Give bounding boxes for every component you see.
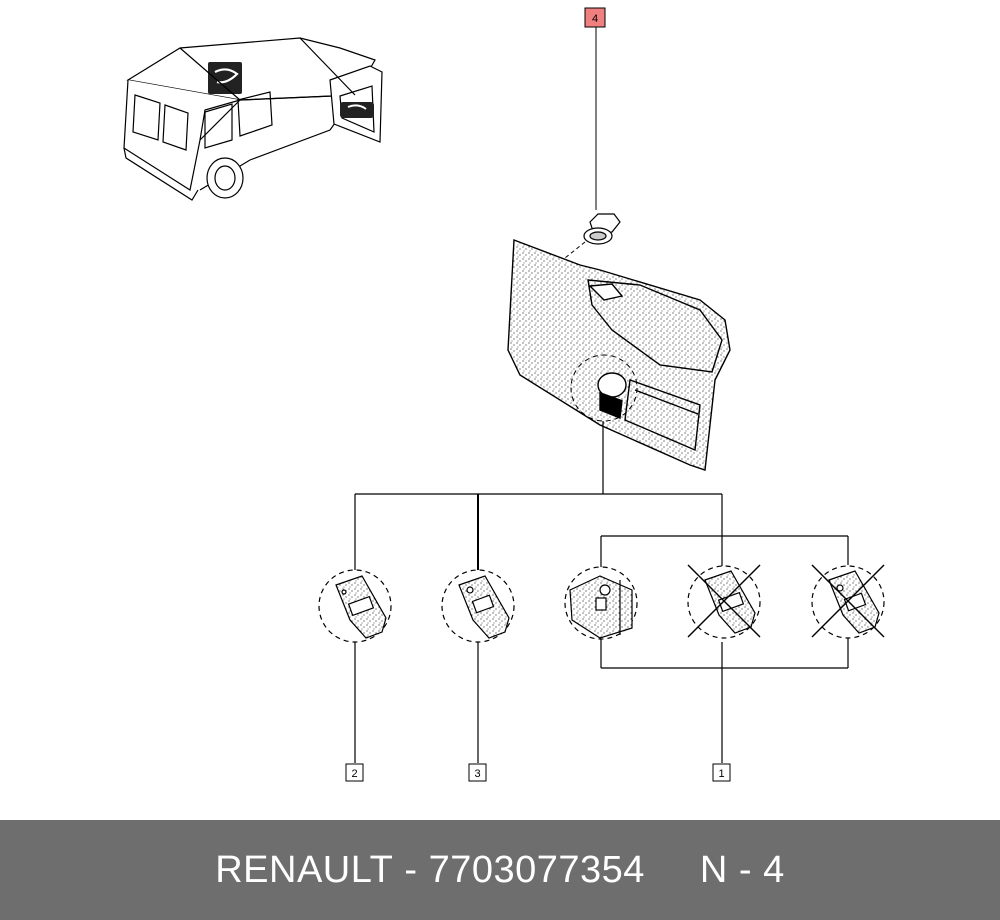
callout-4[interactable]: 4 xyxy=(584,7,606,28)
brand-name: RENAULT xyxy=(215,848,394,891)
door-trim-panel xyxy=(507,239,731,471)
switch-variant-2 xyxy=(318,569,392,643)
connector-tree xyxy=(354,421,849,763)
vehicle-illustration xyxy=(123,37,383,201)
svg-text:2: 2 xyxy=(351,768,357,780)
switch-variant-1b-crossed xyxy=(687,564,761,639)
part-footer: RENAULT - 7703077354 N - 4 xyxy=(0,820,1000,920)
callout-3[interactable]: 3 xyxy=(468,763,487,782)
parts-diagram: 4 xyxy=(123,7,885,782)
part-number: 7703077354 xyxy=(428,848,645,891)
switch-variant-1c-crossed xyxy=(811,564,885,639)
callout-2[interactable]: 2 xyxy=(345,763,364,782)
svg-text:4: 4 xyxy=(592,13,598,25)
detail-marker-circle xyxy=(570,354,638,422)
callout-1[interactable]: 1 xyxy=(712,763,731,782)
switch-variant-1a xyxy=(564,566,638,640)
svg-text:3: 3 xyxy=(474,768,480,780)
reference-label: N - 4 xyxy=(699,848,785,891)
switch-variant-3 xyxy=(441,569,515,643)
svg-text:1: 1 xyxy=(718,768,724,780)
dash-separator: - xyxy=(404,848,418,891)
clip-fastener xyxy=(583,213,621,245)
